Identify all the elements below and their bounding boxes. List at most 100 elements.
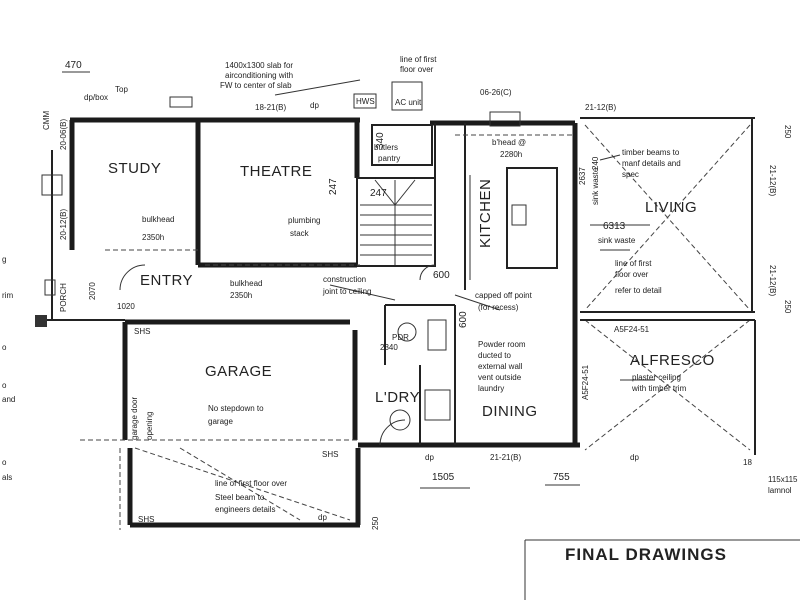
note-plaster-2: with timber trim [631,384,687,393]
room-porch: PORCH [59,283,68,312]
left-edge-text: g rim o o and o als [2,255,15,482]
dim-2340: 2340 [380,343,398,352]
note-steel-1: Steel beam to [215,493,265,502]
note-bulkhead-entry: bulkhead [230,279,262,288]
note-garage-door: garage door [130,397,139,440]
dim-box: dp/box [84,93,108,102]
note-bulkhead-study: bulkhead [142,215,174,224]
dim-6313: 6313 [603,221,626,232]
note-line-first-garage: line of first floor over [215,479,287,488]
edge-4: o [2,381,7,390]
note-hws: HWS [356,97,375,106]
note-construction-1: construction [323,275,366,284]
room-theatre: THEATRE [240,163,312,180]
room-study: STUDY [108,160,161,177]
dim-21-12-right2: 21-12(B) [768,265,777,296]
edge-3: o [2,343,7,352]
note-powder-3: external wall [478,362,523,371]
note-timber-3: spec [622,170,639,179]
note-powder-2: ducted to [478,351,511,360]
note-no-stepdown-1: No stepdown to [208,404,264,413]
note-sink-waste-1: sink waste [591,167,600,205]
dim-18: 18 [743,458,752,467]
note-opening: opening [145,412,154,440]
note-sink-waste-2: sink waste [598,236,636,245]
note-slab-3: FW to center of slab [220,81,292,90]
annotations: 1400x1300 slab for airconditioning with … [130,55,792,514]
room-kitchen: KITCHEN [477,179,494,248]
dim-21-12-top: 21-12(B) [585,103,616,112]
room-entry: ENTRY [140,272,193,289]
title-block: FINAL DRAWINGS [565,545,727,564]
note-line-first-2: floor over [615,270,649,279]
dim-dp-4: dp [318,513,327,522]
dim-21-12-right: 21-12(B) [768,165,777,196]
edge-1: g [2,255,6,264]
note-pantry: pantry [378,154,400,163]
details [41,71,800,600]
dim-shs-1: SHS [134,327,150,336]
dim-dp-3: dp [630,453,639,462]
dim-top: Top [115,85,128,94]
edge-2: rim [2,291,13,300]
dim-470: 470 [65,60,82,71]
dim-dp-1: dp [310,101,319,110]
dim-600a: 600 [433,270,450,281]
dim-1020: 1020 [117,302,135,311]
note-no-stepdown-2: garage [208,417,233,426]
room-pdr: PDR [392,333,409,342]
dim-250a: 250 [783,125,792,139]
note-line-first-1: line of first [615,259,652,268]
dim-340: 340 [375,132,386,149]
note-bhead-h: 2280h [500,150,522,159]
walls [35,117,755,528]
dim-2070: 2070 [88,282,97,300]
note-bulkhead-entry-h: 2350h [230,291,252,300]
note-powder-1: Powder room [478,340,526,349]
note-construction-2: joint to ceiling [322,287,371,296]
edge-5: and [2,395,15,404]
dim-1505: 1505 [432,472,455,483]
note-capped-1: capped off point [475,291,533,300]
dim-755: 755 [553,472,570,483]
note-plumbing-1: plumbing [288,216,320,225]
note-butlers: butlers [374,143,398,152]
dim-shs-3: SHS [138,515,154,524]
room-ldry: L'DRY [375,389,420,406]
dim-250b: 250 [783,300,792,314]
room-dining: DINING [482,403,538,420]
note-first-floor-2: floor over [400,65,434,74]
room-garage: GARAGE [205,363,272,380]
room-alfresco: ALFRESCO [630,352,715,369]
note-first-floor-1: line of first [400,55,437,64]
dim-2637: 2637 [578,167,587,185]
note-timber-1: timber beams to [622,148,680,157]
dim-asf: A5F24-51 [614,325,650,334]
dim-115: 115x115 [768,475,798,484]
dim-247a: 247 [328,178,339,195]
note-slab-1: 1400x1300 slab for [225,61,293,70]
dim-250c: 250 [371,516,380,530]
dim-dp-2: dp [425,453,434,462]
note-bhead: b'head @ [492,138,526,147]
note-plaster-1: plaster ceiling [632,373,681,382]
note-ac-unit: AC unit [395,98,422,107]
note-capped-2: (for recess) [478,303,519,312]
note-bulkhead-study-h: 2350h [142,233,164,242]
dim-20-06: 20-06(B) [59,119,68,150]
dim-21-21: 21-21(B) [490,453,521,462]
dim-20-12: 20-12(B) [59,209,68,240]
note-steel-2: engineers details [215,505,275,514]
dim-18-21: 18-21(B) [255,103,286,112]
note-lamnol: lamnol [768,486,792,495]
dim-asf2: A5F24-51 [581,364,590,400]
dim-shs-2: SHS [322,450,338,459]
dim-600b: 600 [458,311,469,328]
dim-247b: 247 [370,188,387,199]
note-timber-2: manf details and [622,159,681,168]
dimensions: 470 18-21(B) 21-12(B) 06-26(C) 20-06(B) … [42,60,798,530]
note-line-first-3: refer to detail [615,286,662,295]
note-powder-4: vent outside [478,373,522,382]
dim-240: 240 [591,156,600,170]
